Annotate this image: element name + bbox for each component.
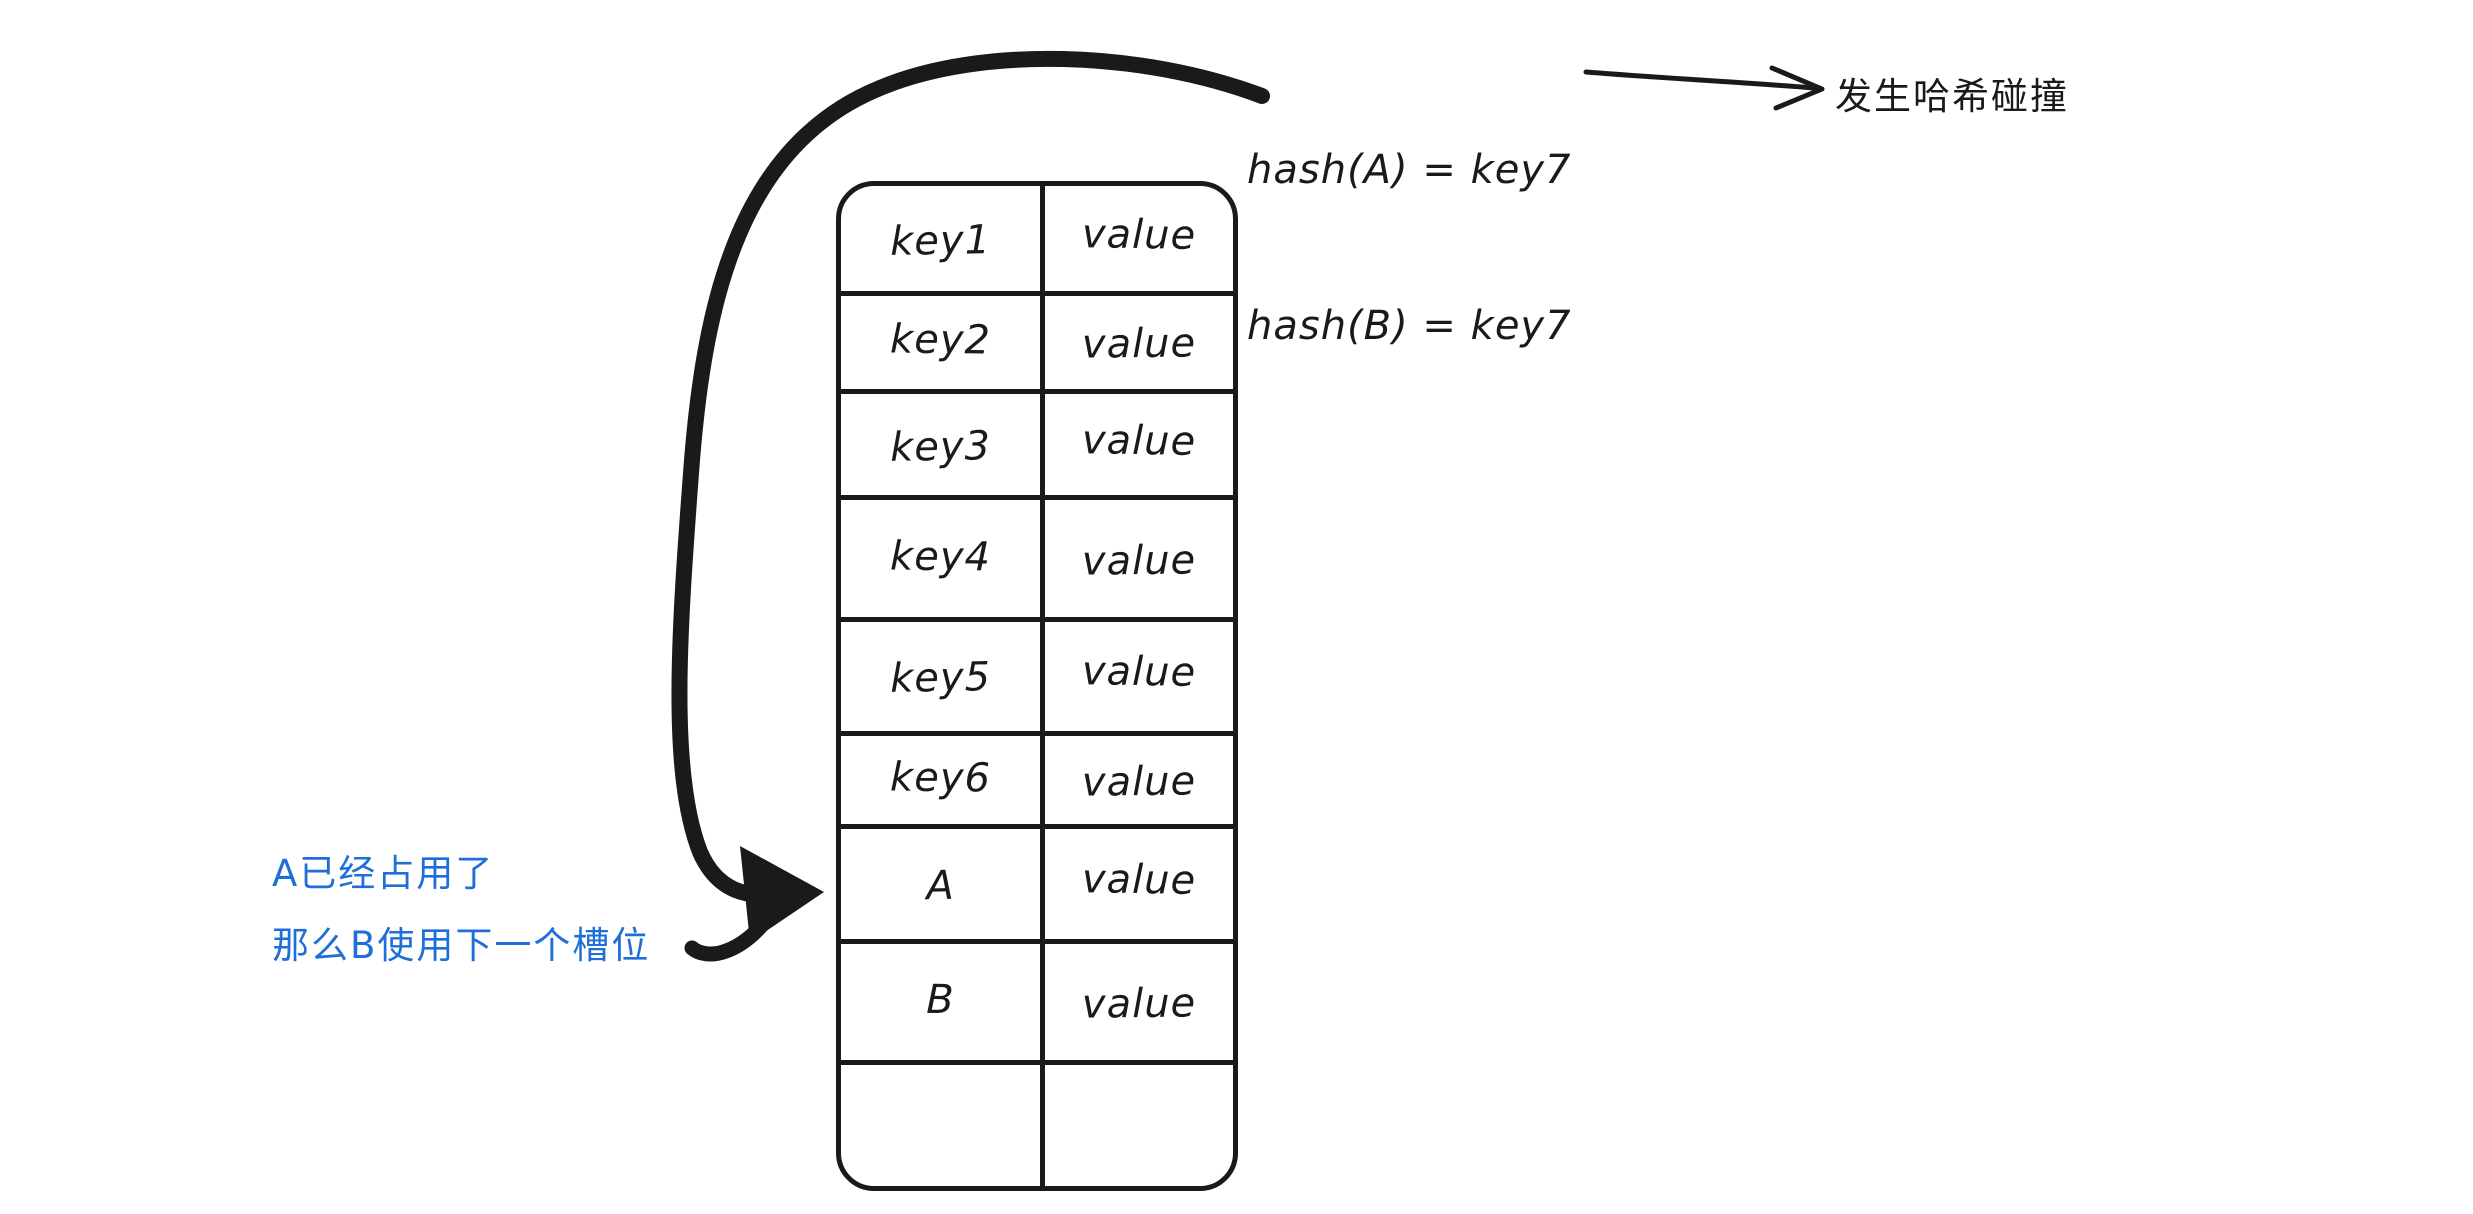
value-cell: value bbox=[1081, 648, 1197, 697]
probe-note-line2: 那么B使用下一个槽位 bbox=[272, 924, 651, 967]
hash-equation-b: hash(B) = key7 bbox=[1247, 303, 1572, 349]
value-cell: value bbox=[1081, 537, 1197, 585]
value-cell: value bbox=[1081, 320, 1197, 369]
key-cell: key1 bbox=[889, 216, 992, 265]
table-row: key2 value bbox=[841, 296, 1233, 394]
table-rows: key1 value key2 value key3 value key4 va… bbox=[841, 186, 1233, 1186]
value-cell bbox=[1044, 1059, 1234, 1183]
value-cell: value bbox=[1081, 758, 1197, 806]
probe-note: A已经占用了 那么B使用下一个槽位 bbox=[272, 838, 650, 982]
value-cell: value bbox=[1081, 980, 1197, 1028]
key-cell: A bbox=[925, 863, 956, 910]
value-cell: value bbox=[1081, 210, 1197, 259]
value-cell: value bbox=[1081, 416, 1197, 465]
table-row bbox=[841, 1065, 1233, 1186]
hash-table: key1 value key2 value key3 value key4 va… bbox=[836, 181, 1238, 1191]
key-cell: key6 bbox=[889, 754, 992, 802]
key-cell: key2 bbox=[889, 317, 992, 365]
key-cell: key4 bbox=[889, 533, 992, 581]
probe-note-line1: A已经占用了 bbox=[272, 852, 495, 895]
value-cell: value bbox=[1081, 856, 1197, 905]
key-cell: B bbox=[926, 976, 955, 1024]
table-row: key6 value bbox=[841, 736, 1233, 830]
table-row: key4 value bbox=[841, 500, 1233, 623]
key-cell: key3 bbox=[889, 422, 992, 471]
table-row: key5 value bbox=[841, 622, 1233, 736]
table-row: key1 value bbox=[841, 186, 1233, 297]
table-row: B value bbox=[841, 944, 1233, 1065]
collision-label: 发生哈希碰撞 bbox=[1835, 75, 2069, 118]
table-row: A value bbox=[841, 829, 1233, 945]
hash-equation-a: hash(A) = key7 bbox=[1247, 147, 1572, 193]
key-cell: key5 bbox=[889, 654, 992, 703]
table-row: key3 value bbox=[841, 394, 1233, 501]
hash-equations: hash(A) = key7 hash(B) = key7 bbox=[1247, 40, 1572, 456]
column-divider bbox=[1040, 182, 1045, 1190]
key-cell bbox=[840, 1065, 1041, 1190]
collision-pointer-arrow-icon bbox=[1583, 65, 1825, 111]
